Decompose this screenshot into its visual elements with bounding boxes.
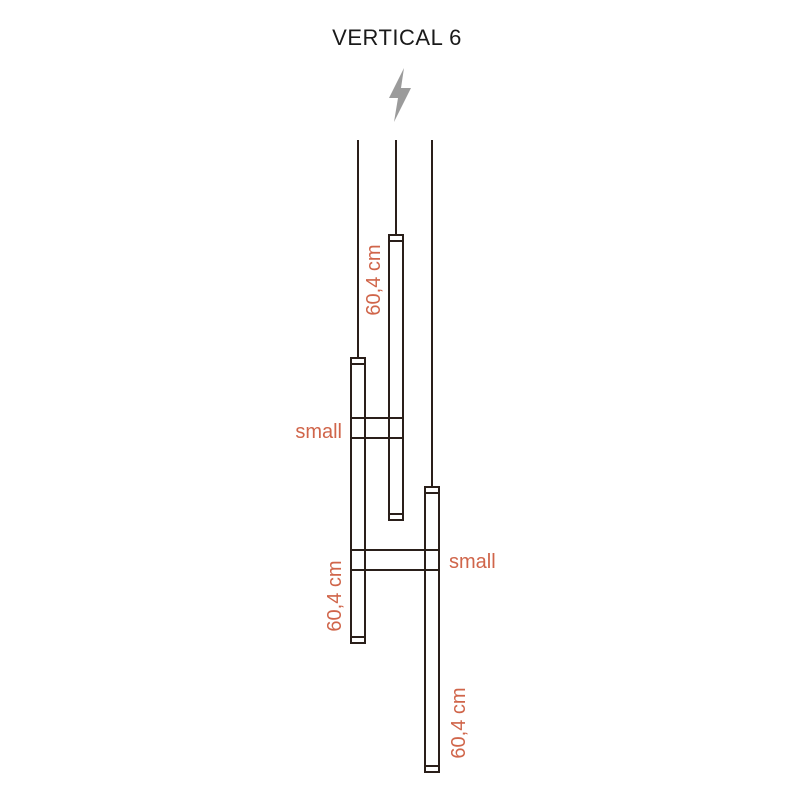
diagram-title: VERTICAL 6 bbox=[332, 25, 462, 50]
length-label-right: 60,4 cm bbox=[448, 687, 470, 758]
tube-left bbox=[350, 357, 366, 644]
lightning-bolt-icon bbox=[389, 68, 411, 122]
connector-label-lower: small bbox=[449, 551, 496, 573]
connector-lower bbox=[350, 549, 440, 571]
connector-upper bbox=[350, 417, 404, 439]
length-label-top: 60,4 cm bbox=[363, 244, 385, 315]
length-label-left: 60,4 cm bbox=[324, 560, 346, 631]
connector-label-upper: small bbox=[295, 421, 342, 443]
tube-middle bbox=[388, 234, 404, 521]
tube-right bbox=[424, 486, 440, 773]
